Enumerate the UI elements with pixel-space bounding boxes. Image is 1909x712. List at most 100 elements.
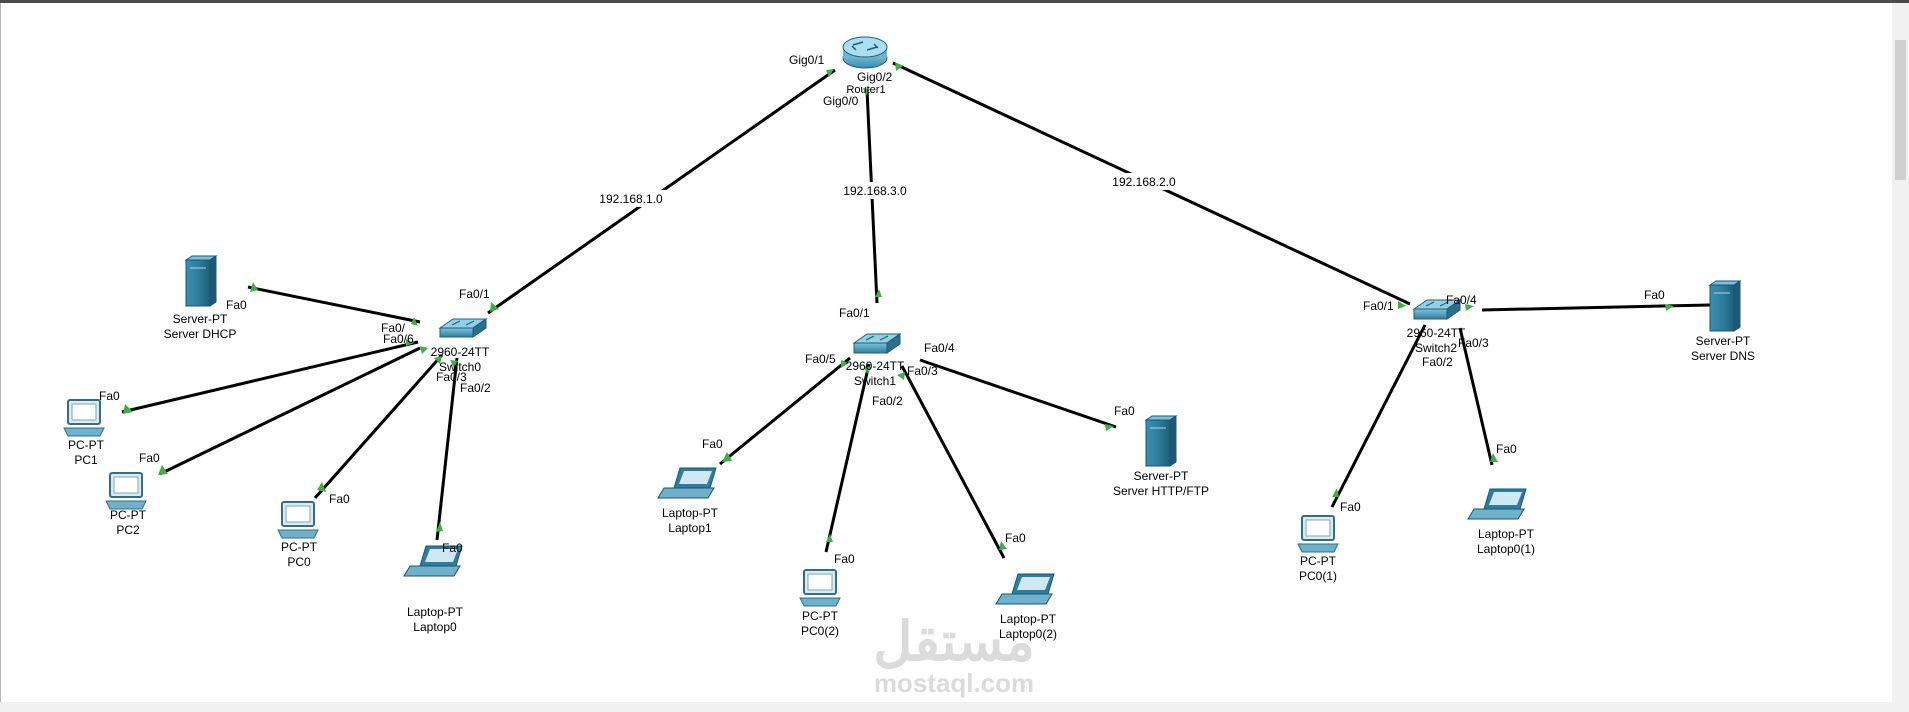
device-name-pc1: PC1	[74, 453, 98, 467]
link-switch1-server-http[interactable]	[919, 358, 1117, 429]
device-type-pc0-2: PC-PT	[802, 609, 839, 623]
pc-icon	[105, 500, 147, 510]
link-switch0-server-dhcp[interactable]	[247, 285, 421, 324]
port-status-pc02-fa0	[826, 534, 833, 542]
server-dhcp-device[interactable]	[184, 255, 218, 307]
port-label-gig02: Gig0/2	[857, 70, 893, 84]
link-switch1-pc0-2[interactable]	[824, 363, 871, 553]
link-switch2-pc0-1[interactable]	[1330, 324, 1427, 508]
network-label-bg	[594, 190, 668, 207]
port-status-laptop02-fa0	[999, 541, 1007, 550]
server-http-device[interactable]	[1144, 415, 1178, 467]
port-status-dhcp-fa0	[250, 282, 258, 292]
port-label-sw2-fa01: Fa0/1	[1363, 299, 1394, 313]
router-name-label: Router1	[846, 84, 885, 96]
pc2-device[interactable]	[105, 472, 147, 510]
switch2-model-label: 2960-24TT	[1407, 326, 1466, 340]
router-device[interactable]	[842, 36, 888, 69]
device-type-laptop1: Laptop-PT	[662, 506, 719, 520]
laptop1-device[interactable]	[657, 467, 717, 499]
port-label-sw1-fa03: Fa0/3	[907, 364, 938, 378]
top-border	[0, 0, 1909, 3]
device-name-laptop0-1: Laptop0(1)	[1477, 542, 1535, 556]
port-label-sw0-fa02: Fa0/2	[460, 381, 491, 395]
port-label-pc1-fa0: Fa0	[99, 389, 120, 403]
link-switch0-pc0[interactable]	[313, 354, 444, 499]
link-switch0-pc2[interactable]	[159, 346, 421, 476]
port-status-sw1-fa05	[841, 360, 849, 368]
laptop0-1-device[interactable]	[1467, 488, 1527, 520]
horizontal-scrollbar[interactable]	[0, 702, 1892, 712]
device-type-pc0-1: PC-PT	[1300, 554, 1337, 568]
device-type-server-dhcp: Server-PT	[173, 312, 228, 326]
vertical-scrollbar[interactable]	[1892, 3, 1909, 712]
network-label-right: 192.168.2.0	[1112, 175, 1176, 189]
device-type-server-dns: Server-PT	[1696, 334, 1751, 348]
port-label-laptop0-fa0: Fa0	[442, 541, 463, 555]
switch1-device[interactable]	[852, 333, 902, 354]
device-name-pc0-2: PC0(2)	[801, 624, 839, 638]
port-label-dns-fa0: Fa0	[1644, 288, 1665, 302]
laptop0-device[interactable]	[403, 545, 463, 577]
pc-icon	[277, 529, 319, 539]
port-label-sw1-fa04: Fa0/4	[924, 341, 955, 355]
network-label-left: 192.168.1.0	[599, 192, 663, 206]
port-label-pc2-fa0: Fa0	[139, 451, 160, 465]
port-label-sw2-fa02: Fa0/2	[1422, 355, 1453, 369]
link-switch0-laptop0[interactable]	[435, 357, 459, 541]
laptop-icon	[995, 593, 1053, 605]
device-type-pc2: PC-PT	[110, 508, 147, 522]
watermark-text: mostaql.com	[874, 668, 1034, 698]
port-status-sw0-fa0x	[411, 317, 418, 326]
link-switch0-pc1[interactable]	[121, 340, 419, 414]
port-status-laptop0-fa0	[436, 522, 443, 532]
switch2-device[interactable]	[1412, 299, 1462, 320]
port-label-laptop1-fa0: Fa0	[702, 437, 723, 451]
laptop0-2-device[interactable]	[995, 573, 1055, 605]
port-label-sw0-fa0x: Fa0/	[381, 321, 406, 335]
port-status-sw0-fa05	[420, 346, 428, 354]
pc0-device[interactable]	[277, 501, 319, 539]
device-name-laptop0-2: Laptop0(2)	[999, 627, 1057, 641]
device-name-pc2: PC2	[116, 523, 140, 537]
device-type-laptop0-1: Laptop-PT	[1478, 527, 1535, 541]
port-status-pc2-fa0	[158, 465, 168, 475]
port-status-gig01	[826, 69, 834, 77]
server-dns-device[interactable]	[1708, 280, 1742, 332]
port-status-sw0-fa02	[450, 360, 458, 368]
network-label-bg	[1107, 173, 1181, 190]
port-label-pc0-fa0: Fa0	[329, 492, 350, 506]
port-status-gig00	[863, 88, 870, 96]
port-label-sw0-fa01: Fa0/1	[459, 287, 490, 301]
switch0-name-label: Switch0	[439, 360, 481, 374]
watermark-arabic: مستقل	[873, 612, 1035, 672]
link-switch2-laptop0-1[interactable]	[1458, 327, 1494, 466]
port-status-sw1-fa01	[875, 289, 882, 297]
switch0-device[interactable]	[438, 318, 488, 338]
device-type-laptop0-2: Laptop-PT	[1000, 612, 1057, 626]
port-status-sw1-fa02	[864, 366, 872, 374]
pc0-1-device[interactable]	[1297, 515, 1339, 553]
pc1-device[interactable]	[63, 399, 105, 437]
switch-icon	[865, 335, 889, 341]
scrollbar-thumb[interactable]	[1895, 40, 1906, 180]
port-label-laptop01-fa0: Fa0	[1496, 442, 1517, 456]
port-status-laptop01-fa0	[1490, 453, 1498, 462]
port-label-sw1-fa05: Fa0/5	[805, 352, 836, 366]
port-status-dns-fa0	[1665, 304, 1674, 311]
switch0-model-label: 2960-24TT	[431, 345, 490, 359]
device-name-server-dhcp: Server DHCP	[164, 327, 237, 341]
link-switch1-laptop0-2[interactable]	[900, 365, 1006, 559]
pc-icon	[63, 427, 105, 437]
port-label-pc01-fa0: Fa0	[1340, 500, 1361, 514]
port-status-indicators	[123, 62, 1674, 550]
link-switch1-laptop1[interactable]	[719, 356, 851, 466]
port-status-sw1-fa03	[897, 372, 905, 380]
port-label-sw2-fa03: Fa0/3	[1458, 336, 1489, 350]
switch-icon	[1425, 301, 1449, 307]
pc0-2-device[interactable]	[799, 569, 841, 607]
switch2-name-label: Switch2	[1415, 341, 1457, 355]
port-status-laptop1-fa0	[722, 452, 732, 462]
